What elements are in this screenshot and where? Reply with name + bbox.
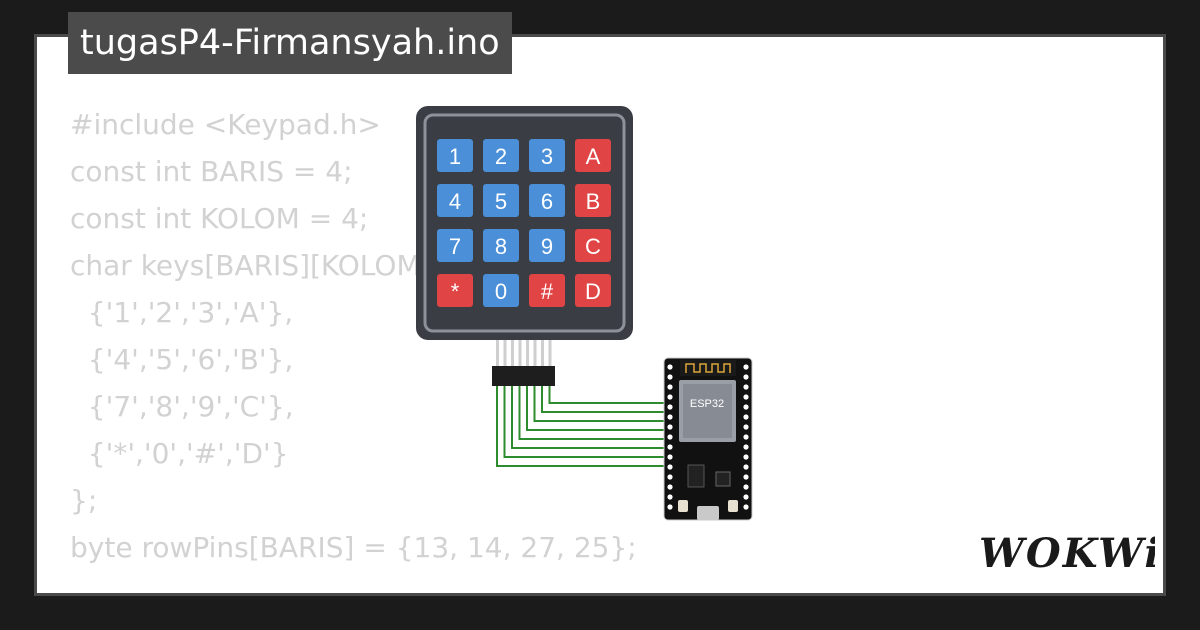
svg-text:B: B bbox=[586, 189, 601, 214]
key-0[interactable]: 0 bbox=[483, 274, 519, 307]
wokwi-logo: WOKWi bbox=[979, 530, 1155, 577]
key-#[interactable]: # bbox=[529, 274, 565, 307]
usb-port bbox=[697, 506, 719, 520]
svg-text:1: 1 bbox=[449, 144, 461, 169]
esp32-board[interactable]: ESP32 bbox=[663, 357, 753, 521]
key-1[interactable]: 1 bbox=[437, 139, 473, 172]
svg-text:C: C bbox=[585, 234, 601, 259]
svg-text:7: 7 bbox=[449, 234, 461, 259]
svg-text:3: 3 bbox=[541, 144, 553, 169]
code-line: {'4','5','6','B'}, bbox=[70, 343, 294, 376]
svg-text:#: # bbox=[541, 279, 554, 304]
esp32-label: ESP32 bbox=[690, 398, 724, 410]
code-line: }; bbox=[70, 484, 98, 517]
key-C[interactable]: C bbox=[575, 229, 611, 262]
key-4[interactable]: 4 bbox=[437, 184, 473, 217]
key-7[interactable]: 7 bbox=[437, 229, 473, 262]
usb-chip bbox=[715, 471, 731, 487]
esp32-chip-inner bbox=[683, 384, 732, 438]
project-title: tugasP4-Firmansyah.ino bbox=[68, 12, 512, 74]
svg-text:WOKWi: WOKWi bbox=[979, 530, 1155, 577]
svg-text:A: A bbox=[586, 144, 601, 169]
boot-button[interactable] bbox=[728, 500, 738, 512]
keypad-connector bbox=[492, 340, 555, 386]
key-8[interactable]: 8 bbox=[483, 229, 519, 262]
code-line: const int KOLOM = 4; bbox=[70, 202, 369, 235]
svg-text:4: 4 bbox=[449, 189, 461, 214]
key-9[interactable]: 9 bbox=[529, 229, 565, 262]
voltage-regulator bbox=[687, 464, 705, 488]
key-B[interactable]: B bbox=[575, 184, 611, 217]
code-line: const int BARIS = 4; bbox=[70, 155, 353, 188]
svg-text:6: 6 bbox=[541, 189, 553, 214]
svg-text:*: * bbox=[451, 279, 460, 304]
key-3[interactable]: 3 bbox=[529, 139, 565, 172]
svg-text:D: D bbox=[585, 279, 601, 304]
svg-text:0: 0 bbox=[495, 279, 507, 304]
key-A[interactable]: A bbox=[575, 139, 611, 172]
key-*[interactable]: * bbox=[437, 274, 473, 307]
svg-text:5: 5 bbox=[495, 189, 507, 214]
en-button[interactable] bbox=[678, 500, 688, 512]
code-line: {'7','8','9','C'}, bbox=[70, 390, 294, 423]
code-line: #include <Keypad.h> bbox=[70, 108, 381, 141]
code-preview: #include <Keypad.h> const int BARIS = 4; c… bbox=[70, 101, 637, 571]
key-6[interactable]: 6 bbox=[529, 184, 565, 217]
antenna-trace bbox=[685, 363, 731, 373]
keypad-inner-frame bbox=[423, 113, 626, 333]
code-line: {'1','2','3','A'}, bbox=[70, 296, 294, 329]
key-D[interactable]: D bbox=[575, 274, 611, 307]
svg-text:8: 8 bbox=[495, 234, 507, 259]
key-2[interactable]: 2 bbox=[483, 139, 519, 172]
code-line: byte rowPins[BARIS] = {13, 14, 27, 25}; bbox=[70, 531, 637, 564]
key-5[interactable]: 5 bbox=[483, 184, 519, 217]
code-line: {'*','0','#','D'} bbox=[70, 437, 289, 470]
antenna-area bbox=[680, 360, 736, 376]
wires bbox=[496, 386, 669, 467]
svg-text:2: 2 bbox=[495, 144, 507, 169]
svg-text:9: 9 bbox=[541, 234, 553, 259]
keypad-4x4[interactable]: 1 2 3 A 4 5 6 B 7 8 9 C * 0 # D bbox=[416, 106, 633, 340]
